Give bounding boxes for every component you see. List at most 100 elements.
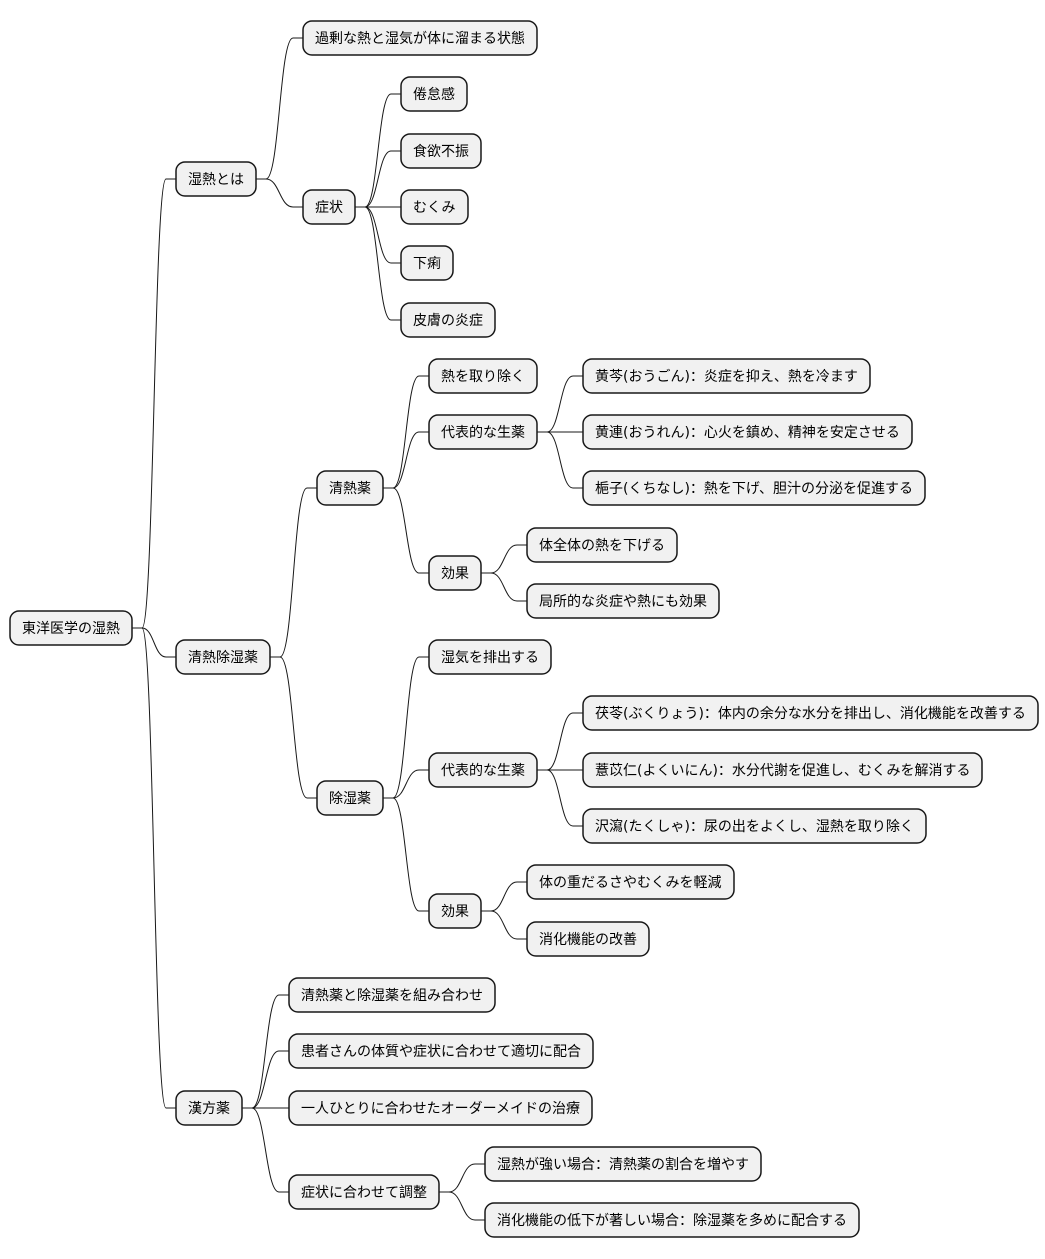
mindmap-edge (256, 178, 303, 208)
node-label: 梔子(くちなし)：熱を下げ、胆汁の分泌を促進する (595, 481, 913, 497)
node-box (582, 358, 871, 394)
node-label: 清熱薬 (329, 481, 371, 497)
mindmap-node: 除湿薬 (316, 780, 384, 816)
node-box (582, 414, 913, 450)
mindmap-edge (256, 37, 303, 180)
mindmap-edge (439, 1163, 485, 1193)
node-label: 代表的な生薬 (441, 425, 525, 441)
mindmap-node: 茯苓(ぶくりょう)：体内の余分な水分を排出し、消化機能を改善する (582, 695, 1039, 731)
mindmap-node: 効果 (428, 555, 482, 591)
mindmap-edge (132, 627, 176, 658)
node-label: むくみ (413, 200, 456, 216)
node-label: 湿熱とは (188, 172, 244, 188)
mindmap-node: 体全体の熱を下げる (526, 527, 678, 563)
mindmap-node: 清熱除湿薬 (175, 639, 271, 675)
node-label: 薏苡仁(よくいにん)：水分代謝を促進し、むくみを解消する (595, 763, 970, 779)
node-label: 下痢 (413, 256, 441, 272)
node-box (526, 864, 735, 900)
node-box (582, 470, 926, 506)
mindmap-edge (439, 1191, 485, 1221)
mindmap-edge (355, 150, 401, 208)
mindmap-node: 症状に合わせて調整 (288, 1174, 440, 1210)
node-label: 皮膚の炎症 (413, 313, 483, 329)
mindmap-edge (355, 93, 401, 208)
mindmap-node: 効果 (428, 893, 482, 929)
node-box (484, 1202, 860, 1238)
mindmap-root-node: 東洋医学の湿熱 (9, 610, 133, 646)
node-label: 食欲不振 (413, 143, 469, 160)
mindmap-node: 患者さんの体質や症状に合わせて適切に配合 (288, 1033, 594, 1069)
node-box (582, 808, 927, 844)
mindmap-edge (383, 375, 429, 489)
mindmap-node: 黄芩(おうごん)：炎症を抑え、熱を冷ます (582, 358, 871, 394)
node-box (428, 639, 552, 675)
node-box (428, 555, 482, 591)
node-label: 症状 (315, 200, 343, 216)
node-box (428, 752, 538, 788)
mindmap-node: 湿熱が強い場合：清熱薬の割合を増やす (484, 1146, 762, 1182)
node-box (526, 583, 720, 619)
mindmap-node: 過剰な熱と湿気が体に溜まる状態 (302, 20, 538, 56)
mindmap-node: 倦怠感 (400, 76, 468, 112)
mindmap-edge (355, 206, 401, 321)
node-box (400, 76, 468, 112)
node-box (302, 20, 538, 56)
node-label: 熱を取り除く (441, 369, 525, 385)
mindmap-node: 清熱薬と除湿薬を組み合わせ (288, 977, 496, 1013)
mindmap-edge (537, 375, 583, 433)
node-label: 患者さんの体質や症状に合わせて適切に配合 (301, 1043, 581, 1060)
mindmap-node: 黄連(おうれん)：心火を鎮め、精神を安定させる (582, 414, 913, 450)
mindmap-edge (537, 769, 583, 827)
mindmap-edge (383, 431, 429, 489)
node-box (175, 1090, 243, 1126)
mindmap-edge (537, 431, 583, 489)
node-label: 体全体の熱を下げる (539, 537, 665, 554)
mindmap-edge (270, 656, 317, 799)
mindmap-node: 湿気を排出する (428, 639, 552, 675)
node-box (526, 527, 678, 563)
mindmap-edge (383, 769, 429, 799)
node-label: 代表的な生薬 (441, 763, 525, 779)
mindmap-node: 消化機能の低下が著しい場合：除湿薬を多めに配合する (484, 1202, 860, 1238)
node-label: 茯苓(ぶくりょう)：体内の余分な水分を排出し、消化機能を改善する (595, 705, 1026, 722)
mindmap-edge (537, 712, 583, 771)
node-label: 湿気を排出する (441, 650, 539, 666)
mindmap-node: 体の重だるさやむくみを軽減 (526, 864, 735, 900)
node-box (582, 695, 1039, 731)
node-label: 沢瀉(たくしゃ)：尿の出をよくし、湿熱を取り除く (595, 818, 914, 835)
node-box (288, 1174, 440, 1210)
mindmap-edge (355, 206, 401, 264)
mindmap-edge (383, 797, 429, 912)
mindmap-node: 代表的な生薬 (428, 752, 538, 788)
mindmap-node: むくみ (400, 189, 469, 225)
node-box (288, 1090, 593, 1126)
mindmap-node: 皮膚の炎症 (400, 302, 496, 338)
mindmap-node: 代表的な生薬 (428, 414, 538, 450)
mindmap-node: 食欲不振 (400, 133, 482, 169)
node-box (428, 893, 482, 929)
node-label: 消化機能の低下が著しい場合：除湿薬を多めに配合する (497, 1212, 847, 1229)
mindmap-edge (481, 544, 527, 574)
node-box (400, 189, 469, 225)
node-box (175, 161, 257, 197)
mindmap-node: 症状 (302, 189, 356, 225)
node-box (400, 302, 496, 338)
mindmap-node: 清熱薬 (316, 470, 384, 506)
node-label: 症状に合わせて調整 (301, 1185, 427, 1201)
node-box (582, 752, 983, 788)
node-label: 湿熱が強い場合：清熱薬の割合を増やす (497, 1156, 749, 1173)
node-label: 倦怠感 (413, 86, 455, 103)
node-label: 黄芩(おうごん)：炎症を抑え、熱を冷ます (595, 368, 858, 385)
mindmap-edge (270, 487, 317, 658)
node-box (400, 245, 454, 281)
mindmap-node: 漢方薬 (175, 1090, 243, 1126)
node-box (288, 977, 496, 1013)
mindmap-node: 一人ひとりに合わせたオーダーメイドの治療 (288, 1090, 593, 1126)
mindmap-edge (242, 994, 289, 1109)
node-label: 効果 (441, 904, 469, 920)
node-box (428, 414, 538, 450)
mindmap-node: 沢瀉(たくしゃ)：尿の出をよくし、湿熱を取り除く (582, 808, 927, 844)
mindmap-edge (383, 487, 429, 574)
node-box (428, 358, 538, 394)
